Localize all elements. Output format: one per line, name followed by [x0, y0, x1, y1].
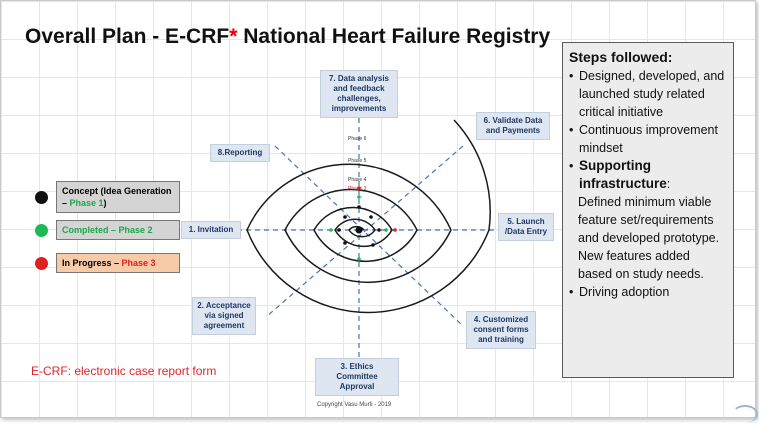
phase-label: Phase 6 — [348, 136, 367, 142]
axis-diagonal-b — [265, 145, 464, 318]
step-label-8: 8.Reporting — [210, 144, 270, 162]
spiral-node — [357, 205, 361, 209]
red-dot-icon — [35, 256, 48, 270]
spiral-node — [371, 243, 375, 247]
phase-label: Phase 5 — [348, 158, 367, 164]
spiral-node — [377, 228, 381, 232]
step-label-1: 1. Invitation — [181, 221, 241, 239]
legend-completed: Completed – Phase 2 — [35, 220, 180, 240]
step-label-3: 3. Ethics Committee Approval — [315, 358, 399, 396]
spiral-nodes-red — [357, 186, 397, 232]
black-dot-icon — [35, 190, 48, 204]
spiral-nodes — [337, 205, 381, 247]
green-dot-icon — [35, 223, 48, 237]
spiral-nodes-green — [329, 195, 388, 261]
spiral-node — [343, 241, 347, 245]
footnote: E-CRF: electronic case report form — [31, 364, 217, 378]
copyright: Copyright Vasu Murti - 2019 — [317, 402, 392, 408]
legend-completed-box: Completed – Phase 2 — [56, 220, 180, 240]
step-label-4: 4. Customized consent forms and training — [466, 311, 536, 349]
spiral-node — [337, 228, 341, 232]
phase-label: Phase 3 — [348, 186, 367, 192]
spiral-node-green — [384, 228, 388, 232]
spiral-node — [355, 226, 363, 234]
spiral-node-green — [357, 257, 361, 261]
steps-panel: Steps followed: •Designed, developed, an… — [562, 42, 734, 378]
spiral-node-red — [357, 186, 361, 190]
steps-header: Steps followed: — [569, 49, 673, 65]
step-label-2: 2. Acceptance via signed agreement — [192, 297, 256, 335]
legend-inprogress: In Progress – Phase 3 — [35, 253, 180, 273]
spiral-line — [246, 119, 491, 314]
legend-concept: Concept (Idea Generation – Phase 1) — [35, 181, 180, 213]
page-title: Overall Plan - E-CRF* National Heart Fai… — [25, 25, 551, 48]
spiral-node — [343, 215, 347, 219]
corner-arc-icon — [732, 405, 758, 423]
step-label-6: 6. Validate Data and Payments — [476, 112, 550, 140]
spiral-node-green — [357, 195, 361, 199]
spiral-diagram — [237, 109, 497, 363]
step-bullet: •Designed, developed, and launched study… — [569, 69, 725, 119]
spiral-node-red — [393, 228, 397, 232]
step-label-5: 5. Launch /Data Entry — [498, 213, 554, 241]
step-bullet: •Supporting infrastructure: — [569, 158, 671, 191]
step-bullet: •Continuous improvement mindset — [569, 123, 718, 155]
step-bullet: •Driving adoption — [569, 285, 670, 299]
spiral-node — [369, 215, 373, 219]
phase-label: Phase 4 — [348, 177, 367, 183]
legend-inprogress-box: In Progress – Phase 3 — [56, 253, 180, 273]
legend-concept-box: Concept (Idea Generation – Phase 1) — [56, 181, 180, 213]
spiral-node-green — [329, 228, 333, 232]
step-bullet-text: Defined minimum viable feature set/requi… — [578, 195, 720, 281]
step-label-7: 7. Data analysis and feedback challenges… — [320, 70, 398, 118]
